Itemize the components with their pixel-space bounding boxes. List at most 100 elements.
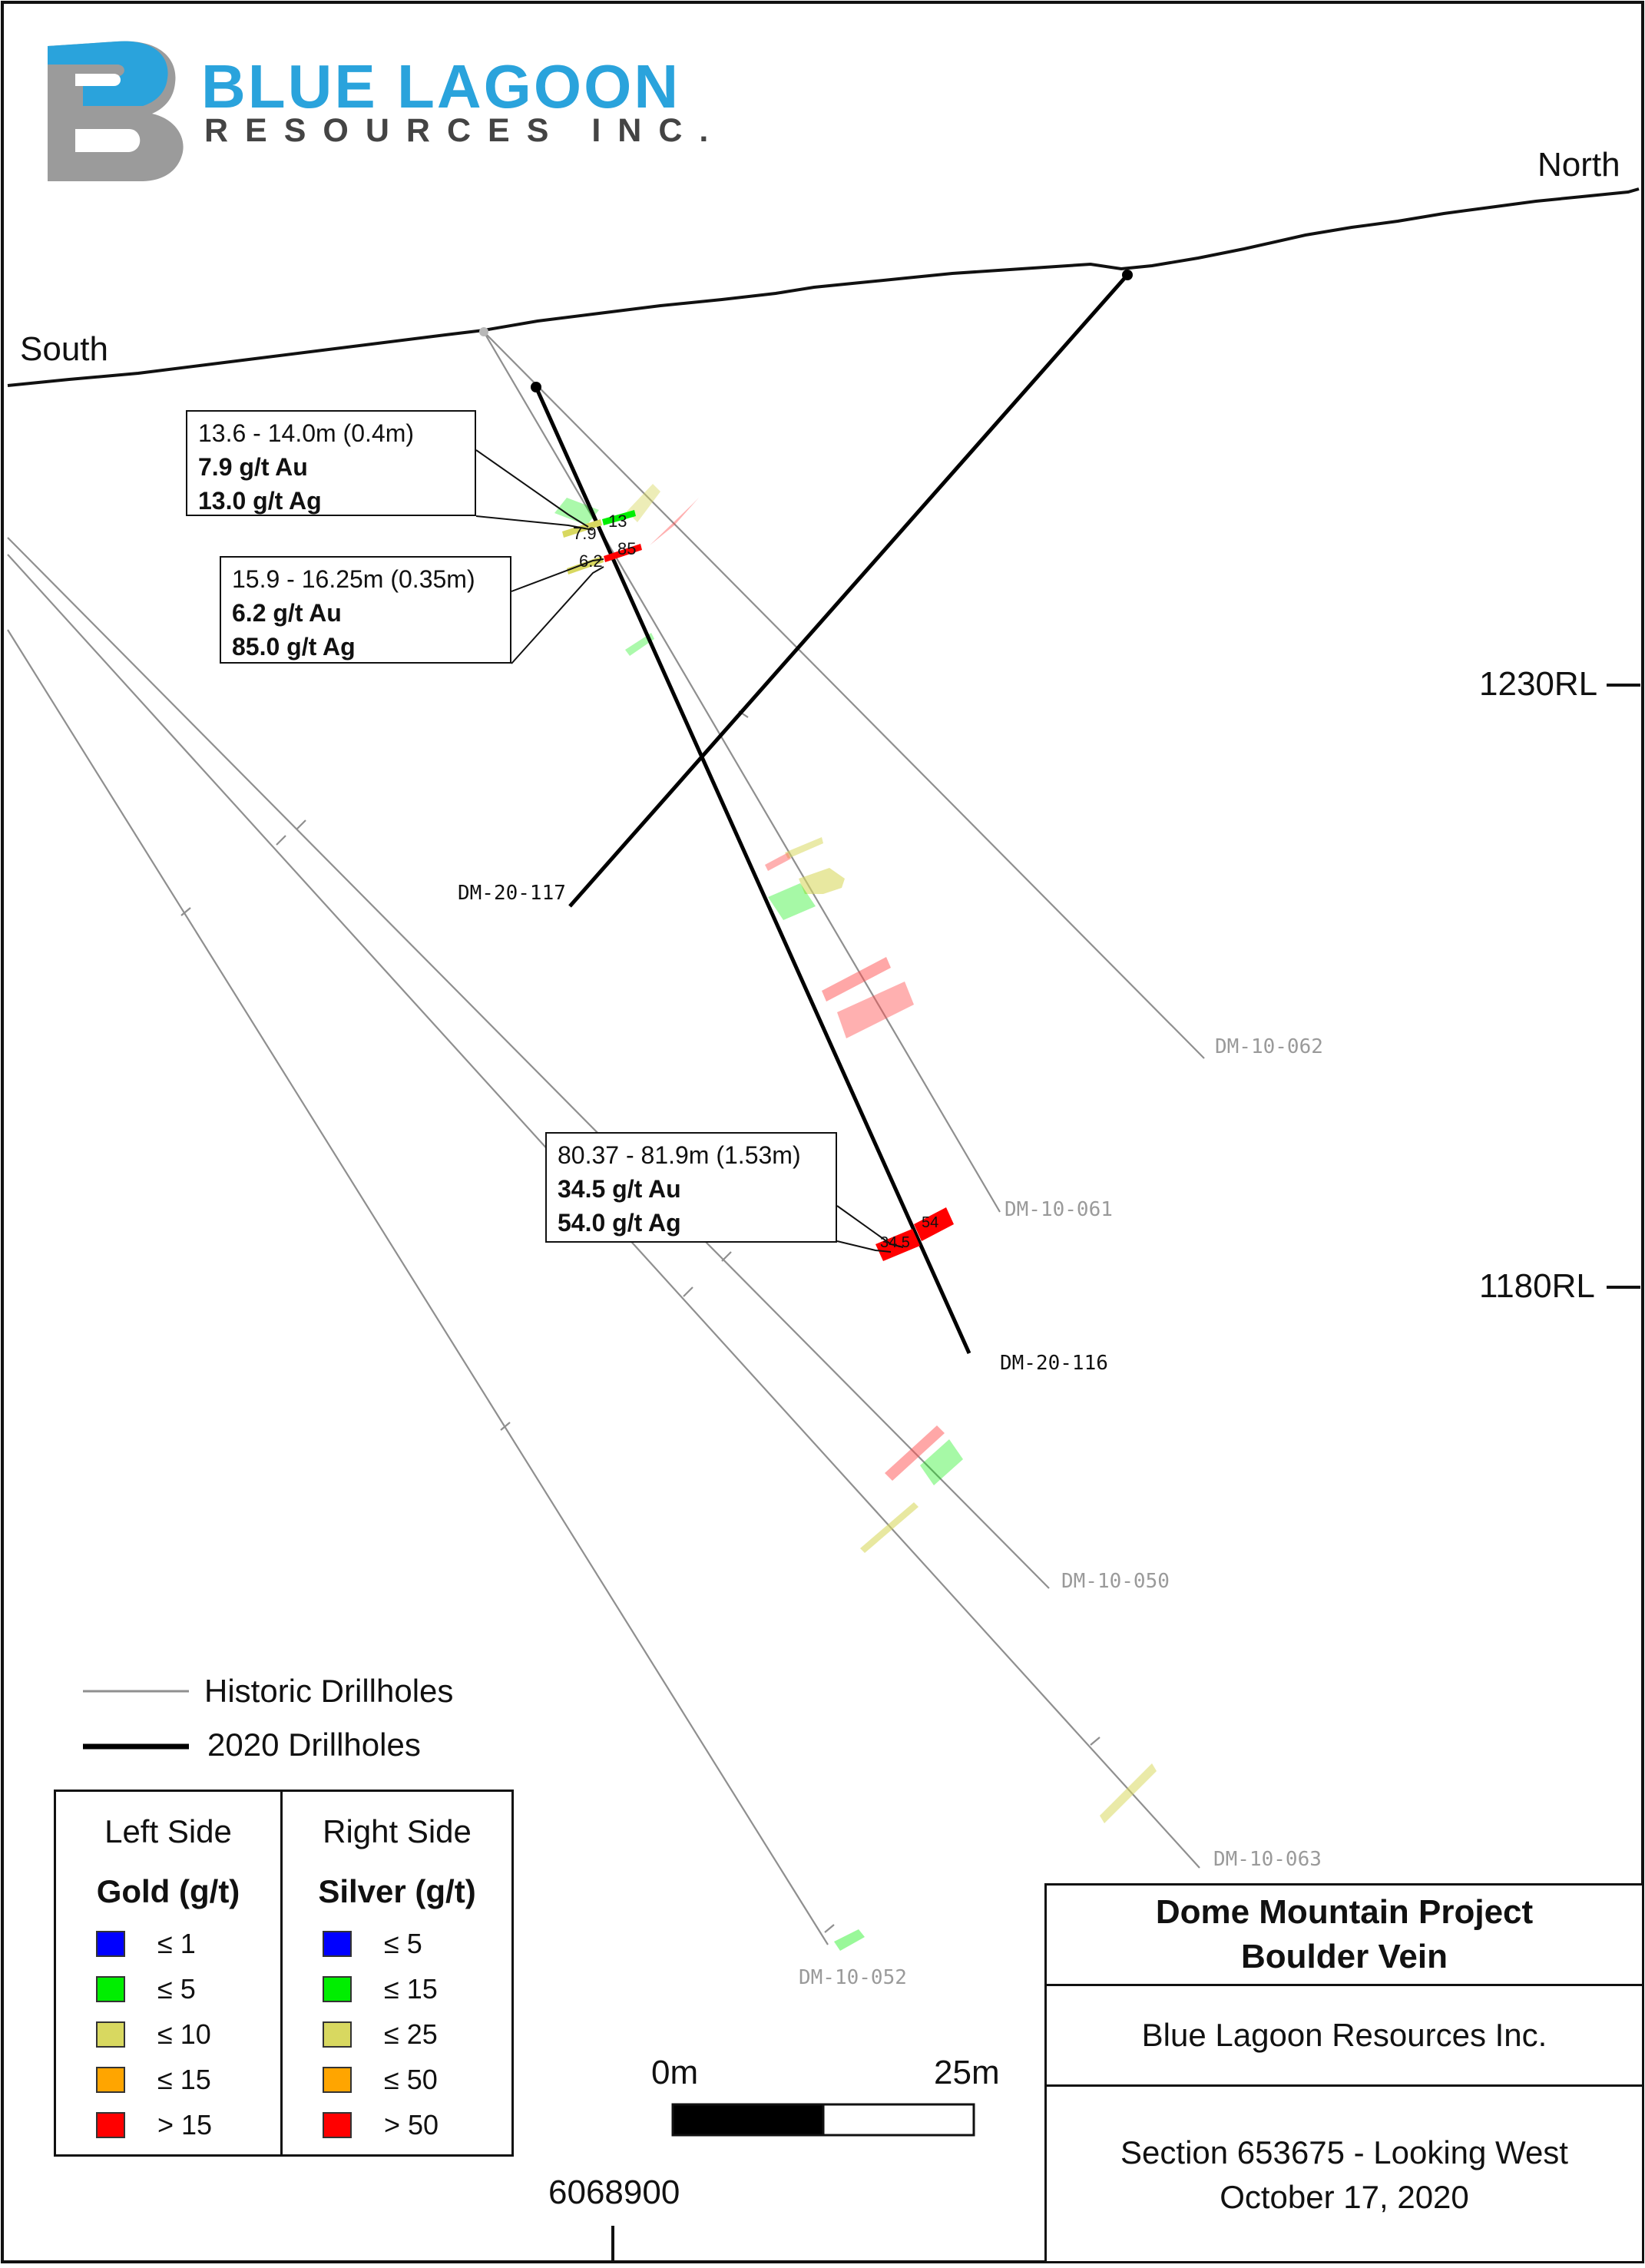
legend-threshold-label: ≤ 15 xyxy=(157,2063,211,2095)
drillhole-label-dm-10-050: DM-10-050 xyxy=(1061,1570,1170,1593)
drillhole-depth-ticks xyxy=(180,710,1101,1933)
legend-swatch xyxy=(323,2066,352,2093)
section-title: Section 653675 - Looking West xyxy=(1120,2134,1568,2170)
silver-legend-row: ≤ 50 xyxy=(283,2057,511,2102)
legend-side-label: Right Side xyxy=(323,1813,472,1849)
legend-swatch xyxy=(96,2021,125,2048)
legend-threshold-label: ≤ 25 xyxy=(384,2018,438,2050)
elevation-label-1230: 1230RL xyxy=(1479,665,1598,703)
legend-swatch xyxy=(96,2066,125,2093)
gold-legend-row: ≤ 1 xyxy=(56,1921,280,1966)
inline-silver-value-1: 13 xyxy=(608,512,627,531)
gold-legend-row: ≤ 15 xyxy=(56,2057,280,2102)
intercept-silver: 54.0 g/t Ag xyxy=(558,1209,681,1237)
legend-threshold-label: ≤ 1 xyxy=(157,1927,196,1959)
intercept-silver: 85.0 g/t Ag xyxy=(232,633,356,661)
silver-legend-row: ≤ 5 xyxy=(283,1921,511,1966)
drillhole-trace-dm-10-062 xyxy=(483,331,1205,1059)
drillhole-label-dm-10-061: DM-10-061 xyxy=(1005,1198,1113,1221)
historic-collar xyxy=(479,327,488,336)
collar-dm-20-117 xyxy=(1122,270,1133,280)
intercept-interval: 80.37 - 81.9m (1.53m) xyxy=(558,1141,801,1169)
scale-bar-start-label: 0m xyxy=(651,2054,699,2091)
title-block: Dome Mountain Project Boulder Vein Blue … xyxy=(1044,1883,1642,2261)
callout-leaders xyxy=(475,449,904,1253)
silver-legend-row: ≤ 15 xyxy=(283,1966,511,2011)
scale-bar-end-label: 25m xyxy=(934,2054,1000,2091)
legend-swatch xyxy=(96,2111,125,2138)
gold-legend-row: ≤ 10 xyxy=(56,2011,280,2057)
silver-grade-legend: Right Side Silver (g/t) ≤ 5 ≤ 15 ≤ 25 ≤ 50 >… xyxy=(280,1790,514,2157)
gold-legend-row: ≤ 5 xyxy=(56,1966,280,2011)
legend-swatch xyxy=(96,1975,125,2002)
drillhole-label-dm-10-062: DM-10-062 xyxy=(1215,1035,1323,1058)
legend-threshold-label: ≤ 15 xyxy=(384,1972,438,2005)
silver-legend-rows: ≤ 5 ≤ 15 ≤ 25 ≤ 50 > 50 xyxy=(283,1921,511,2147)
collar-dm-20-116 xyxy=(531,382,541,392)
legend-swatch xyxy=(323,2111,352,2138)
topography-line xyxy=(7,187,1640,387)
title-block-section: Section 653675 - Looking West October 17… xyxy=(1047,2087,1642,2263)
drillhole-label-dm-20-117: DM-20-117 xyxy=(458,882,566,905)
drillhole-trace-dm-10-061 xyxy=(483,331,1001,1213)
title-block-project: Dome Mountain Project Boulder Vein xyxy=(1047,1886,1642,1986)
current-drillholes xyxy=(534,273,1129,1355)
title-block-company: Blue Lagoon Resources Inc. xyxy=(1047,1986,1642,2087)
inline-silver-value-2: 85 xyxy=(617,539,636,558)
gold-grade-legend: Left Side Gold (g/t) ≤ 1 ≤ 5 ≤ 10 ≤ 15 > 15 xyxy=(54,1790,283,2157)
legend-swatch xyxy=(323,1975,352,2002)
south-label: South xyxy=(20,330,108,368)
intercept-gold: 7.9 g/t Au xyxy=(198,453,308,481)
intercept-interval: 13.6 - 14.0m (0.4m) xyxy=(198,419,414,447)
intercept-callout-2: 15.9 - 16.25m (0.35m) 6.2 g/t Au 85.0 g/… xyxy=(220,556,511,664)
silver-legend-row: ≤ 25 xyxy=(283,2011,511,2057)
legend-swatch xyxy=(323,2021,352,2048)
legend-swatch xyxy=(96,1930,125,1957)
legend-current-label: 2020 Drillholes xyxy=(207,1727,421,1763)
intercept-gold: 34.5 g/t Au xyxy=(558,1175,681,1203)
drillhole-trace-dm-10-050 xyxy=(7,537,1050,1589)
legend-threshold-label: ≤ 5 xyxy=(384,1927,422,1959)
legend-threshold-label: ≤ 10 xyxy=(157,2018,211,2050)
legend-threshold-label: ≤ 50 xyxy=(384,2063,438,2095)
legend-metal-label: Silver (g/t) xyxy=(318,1873,476,1909)
intercept-callout-3: 80.37 - 81.9m (1.53m) 34.5 g/t Au 54.0 g… xyxy=(545,1132,837,1243)
drillhole-trace-dm-10-052 xyxy=(7,629,829,1945)
legend-threshold-label: > 15 xyxy=(157,2108,213,2141)
drillhole-trace-dm-20-117 xyxy=(568,273,1129,908)
legend-side-label: Left Side xyxy=(104,1813,232,1849)
north-label: North xyxy=(1537,146,1620,184)
silver-legend-row: > 50 xyxy=(283,2102,511,2147)
legend-threshold-label: > 50 xyxy=(384,2108,439,2141)
elevation-label-1180: 1180RL xyxy=(1479,1267,1595,1305)
scale-bar xyxy=(671,2103,975,2137)
gold-legend-row: > 15 xyxy=(56,2102,280,2147)
legend-metal-label: Gold (g/t) xyxy=(96,1873,240,1909)
northing-label: 6068900 xyxy=(548,2174,680,2211)
vein-title: Boulder Vein xyxy=(1241,1938,1448,1975)
drillhole-trace-dm-20-116 xyxy=(534,386,971,1355)
logo-name-line2: RESOURCES INC. xyxy=(204,112,725,149)
logo-name-line1: BLUE LAGOON xyxy=(201,52,680,121)
intercept-gold: 6.2 g/t Au xyxy=(232,599,342,627)
project-title: Dome Mountain Project xyxy=(1155,1893,1534,1931)
intercept-callout-1: 13.6 - 14.0m (0.4m) 7.9 g/t Au 13.0 g/t … xyxy=(186,410,476,516)
company-logo: BLUE LAGOON RESOURCES INC. xyxy=(48,41,725,181)
drillhole-label-dm-20-116: DM-20-116 xyxy=(1000,1352,1108,1375)
inline-gold-value-3: 34.5 xyxy=(880,1234,910,1251)
gold-legend-rows: ≤ 1 ≤ 5 ≤ 10 ≤ 15 > 15 xyxy=(56,1921,280,2147)
intercept-interval: 15.9 - 16.25m (0.35m) xyxy=(232,565,475,593)
intercept-silver: 13.0 g/t Ag xyxy=(198,487,322,515)
legend-threshold-label: ≤ 5 xyxy=(157,1972,196,2005)
drillhole-label-dm-10-063: DM-10-063 xyxy=(1213,1848,1322,1871)
legend-historic-label: Historic Drillholes xyxy=(204,1673,454,1709)
drillhole-label-dm-10-052: DM-10-052 xyxy=(799,1966,907,1989)
inline-gold-value-2: 6.2 xyxy=(579,551,603,571)
legend-swatch xyxy=(323,1930,352,1957)
inline-silver-value-3: 54 xyxy=(922,1214,938,1231)
inline-gold-value-1: 7.9 xyxy=(573,524,597,543)
company-title: Blue Lagoon Resources Inc. xyxy=(1141,2017,1547,2053)
